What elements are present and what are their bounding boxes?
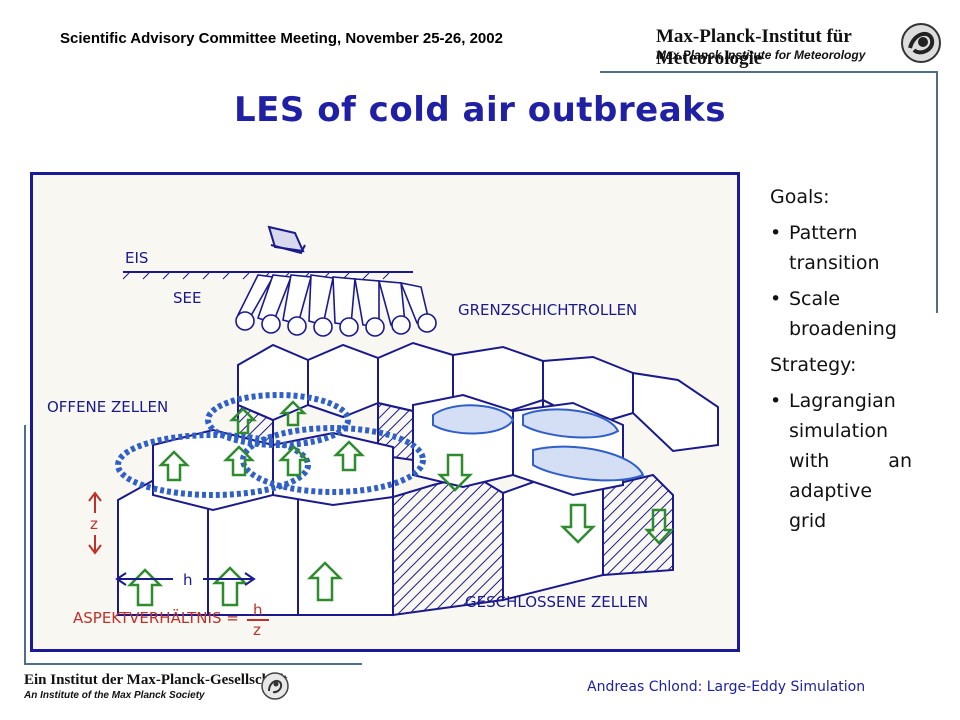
label-aspect: ASPEKTVERHÄLTNIS = <box>73 608 239 627</box>
strategy-item: Lagrangian simulation with an adaptive g… <box>770 386 912 536</box>
downdraft-arrows <box>436 453 674 545</box>
h-indicator <box>115 572 256 586</box>
ratio-denominator: z <box>253 621 261 639</box>
label-z: z <box>90 515 98 533</box>
goal-item: Pattern transition <box>770 218 912 278</box>
updraft-arrows <box>126 400 366 607</box>
ratio-numerator: h <box>253 601 263 619</box>
label-open-cells: OFFENE ZELLEN <box>47 398 168 416</box>
left-rule <box>24 425 26 665</box>
society-name: Ein Institut der Max-Planck-Gesellschaft <box>24 672 288 688</box>
goal-item: Scale broadening <box>770 284 912 344</box>
label-ice: EIS <box>125 249 148 267</box>
institute-subtitle: Max Planck Institute for Meteorology <box>656 48 866 62</box>
slide-title: LES of cold air outbreaks <box>233 90 727 130</box>
ship-icon <box>267 225 306 255</box>
label-closed-cells: GESCHLOSSENE ZELLEN <box>465 593 648 611</box>
schematic-drawing: EIS SEE GRENZSCHICHTROLLEN <box>47 225 719 639</box>
bottom-rule <box>24 663 362 665</box>
institute-logo-icon <box>901 23 941 63</box>
goals-heading: Goals: <box>770 186 830 208</box>
strategy-list: Lagrangian simulation with an adaptive g… <box>770 386 912 536</box>
label-sea: SEE <box>173 289 201 307</box>
institute-name: Max-Planck-Institut für Meteorologie <box>656 26 852 69</box>
society-subtitle: An Institute of the Max Planck Society <box>24 690 205 701</box>
goals-list: Pattern transition Scale broadening <box>770 218 912 344</box>
label-rolls: GRENZSCHICHTROLLEN <box>458 301 637 319</box>
schematic-figure: EIS SEE GRENZSCHICHTROLLEN <box>30 172 740 652</box>
hexagonal-cells <box>237 341 719 477</box>
label-h: h <box>183 571 193 589</box>
side-panel: Goals: Pattern transition Scale broadeni… <box>770 182 912 542</box>
open-cell-clouds <box>115 392 426 498</box>
closed-cell-clouds <box>432 404 645 482</box>
minerva-logo-icon <box>261 672 289 700</box>
author-credit: Andreas Chlond: Large-Eddy Simulation <box>587 679 866 695</box>
top-rule <box>600 71 938 73</box>
boundary-layer-rolls <box>235 274 437 337</box>
meeting-header: Scientific Advisory Committee Meeting, N… <box>60 30 503 47</box>
strategy-heading: Strategy: <box>770 354 857 376</box>
right-rule <box>936 71 938 313</box>
z-indicator <box>88 491 102 555</box>
